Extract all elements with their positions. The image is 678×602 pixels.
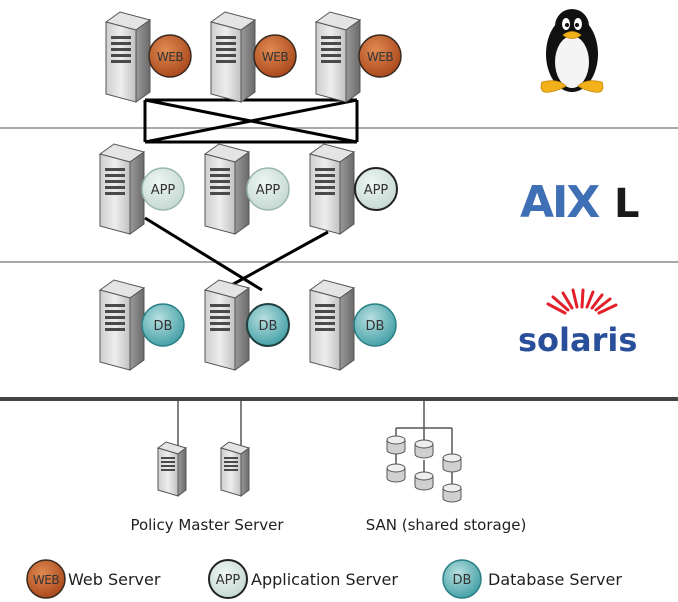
app-db-connectors — [144, 216, 329, 292]
aix-logo-suffix: L — [614, 181, 640, 227]
db-badge-label: DB — [366, 319, 385, 334]
app-badge — [246, 167, 290, 211]
aix-logo: AIX L — [520, 177, 640, 228]
legend-app-label: Application Server — [251, 570, 398, 589]
legend-web-badge — [26, 559, 66, 599]
app-server-3: APP — [309, 143, 398, 235]
policy-master-caption: Policy Master Server — [130, 516, 284, 534]
legend-app-badge — [208, 559, 248, 599]
app-badge-label: APP — [256, 183, 281, 198]
legend-db-badge-label: DB — [453, 573, 472, 588]
web-server-1: WEB — [105, 11, 192, 103]
policy-master-server-1 — [157, 441, 187, 497]
web-badge-label: WEB — [262, 50, 288, 64]
db-server-1: DB — [99, 279, 185, 371]
app-server-1: APP — [99, 143, 185, 235]
san-caption: SAN (shared storage) — [366, 516, 527, 534]
legend-web-badge-label: WEB — [33, 573, 59, 587]
web-server-2: WEB — [210, 11, 297, 103]
web-server-3: WEB — [315, 11, 402, 103]
web-badge — [148, 34, 192, 78]
legend-app: APP Application Server — [208, 559, 398, 599]
policy-master-server-2 — [220, 441, 250, 497]
web-badge-label: WEB — [157, 50, 183, 64]
db-badge — [141, 303, 185, 347]
web-badge — [358, 34, 402, 78]
aix-logo-letters: AIX — [520, 177, 600, 228]
legend-db-badge — [442, 559, 482, 599]
legend-db: DB Database Server — [442, 559, 622, 599]
solaris-sun-rays — [546, 288, 618, 315]
legend-web-label: Web Server — [68, 570, 161, 589]
web-badge-label: WEB — [367, 50, 393, 64]
db-badge — [353, 303, 397, 347]
app-badge-label: APP — [151, 183, 176, 198]
legend-db-label: Database Server — [488, 570, 622, 589]
app-badge-label: APP — [364, 183, 389, 198]
solaris-logo: solaris — [518, 288, 637, 359]
db-server-2: DB — [204, 279, 290, 371]
web-app-connectors — [143, 98, 359, 144]
legend: WEB Web Server APP Application Server DB… — [26, 559, 622, 599]
solaris-logo-text: solaris — [518, 321, 637, 359]
db-badge — [246, 303, 290, 347]
app-badge — [141, 167, 185, 211]
db-server-3: DB — [309, 279, 397, 371]
tux-penguin-icon — [540, 9, 604, 93]
db-badge-label: DB — [154, 319, 173, 334]
app-server-2: APP — [204, 143, 290, 235]
db-badge-label: DB — [259, 319, 278, 334]
legend-app-badge-label: APP — [216, 573, 241, 588]
policy-master-drops — [177, 401, 242, 448]
app-badge — [354, 167, 398, 211]
legend-web: WEB Web Server — [26, 559, 161, 599]
web-badge — [253, 34, 297, 78]
